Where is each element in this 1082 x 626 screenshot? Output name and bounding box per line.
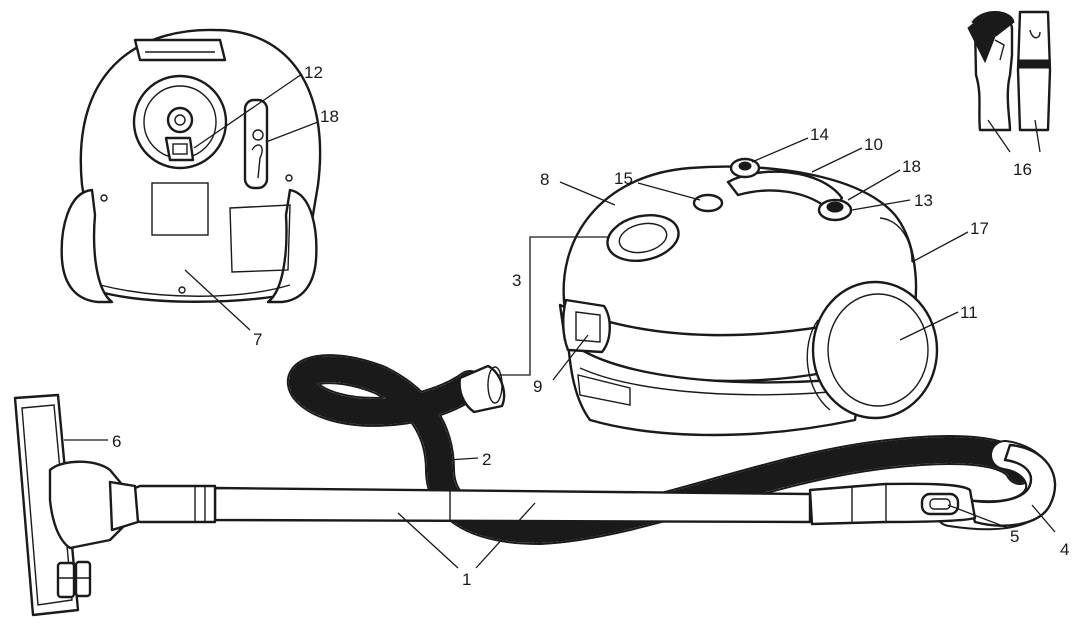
label-18-top: 18: [902, 157, 921, 176]
bag-latch: [164, 136, 195, 162]
label-2: 2: [482, 450, 491, 469]
hose-connector: [458, 364, 506, 414]
label-16: 16: [1013, 160, 1032, 179]
rear-wheel: [811, 280, 939, 420]
label-17: 17: [970, 219, 989, 238]
label-18-rear: 18: [320, 107, 339, 126]
accessory-nozzles: [967, 10, 1052, 132]
label-6: 6: [112, 432, 121, 451]
label-12: 12: [304, 63, 323, 82]
label-13: 13: [914, 191, 933, 210]
extension-tubes: [128, 482, 977, 526]
rating-plate: [151, 182, 209, 236]
telescopic-tube: [213, 486, 812, 524]
exhaust-vent: [229, 204, 291, 273]
label-7: 7: [253, 330, 262, 349]
callout-labels: 12 18 7 8 15 14 10 18 13 17 11 3 9 2 6 5…: [112, 63, 1069, 589]
label-9: 9: [533, 377, 542, 396]
power-indicator: [692, 193, 724, 213]
rear-view-vacuum: [60, 28, 322, 304]
label-4: 4: [1060, 540, 1069, 559]
cord-slot-rear: [243, 98, 269, 190]
label-10: 10: [864, 135, 883, 154]
label-8: 8: [540, 170, 549, 189]
label-5: 5: [1010, 527, 1019, 546]
label-14: 14: [810, 125, 829, 144]
floor-nozzle: [13, 393, 140, 617]
air-flow-slide: [920, 492, 960, 516]
label-1: 1: [462, 570, 471, 589]
crevice-tool: [1016, 10, 1052, 132]
label-11: 11: [960, 303, 978, 322]
front-handle: [562, 298, 611, 354]
label-15: 15: [614, 169, 633, 188]
label-3: 3: [512, 271, 521, 290]
vacuum-main-body: [558, 157, 939, 437]
leader-lines: [64, 73, 1056, 569]
